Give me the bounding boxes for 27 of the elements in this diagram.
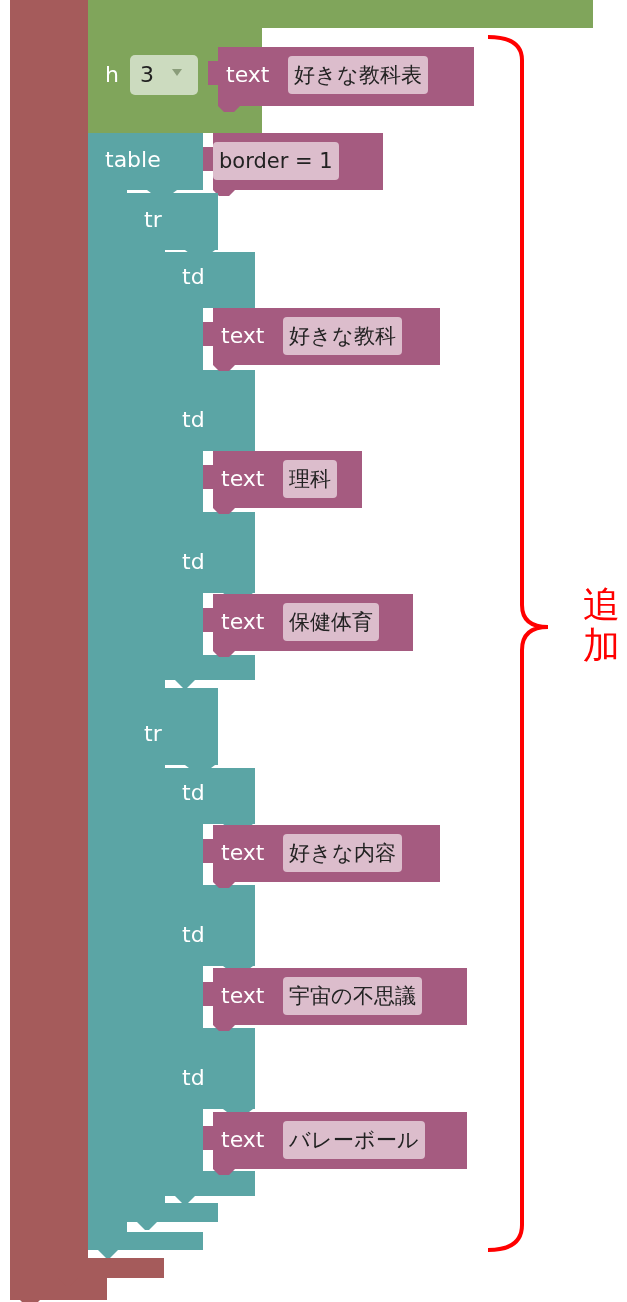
block-label: h — [105, 62, 119, 88]
text-field: バレーボール — [283, 1121, 425, 1159]
block-label: text — [221, 1127, 265, 1153]
block-label: text — [221, 983, 265, 1009]
text-field: 保健体育 — [283, 603, 379, 641]
text-field: 好きな教科表 — [288, 56, 428, 94]
block-label: tr — [144, 721, 162, 747]
block-label: text — [221, 609, 265, 635]
block-label: text — [221, 323, 265, 349]
block-label: text — [221, 840, 265, 866]
text-field: 好きな内容 — [283, 834, 402, 872]
block-label: table — [105, 147, 161, 173]
block-label: td — [182, 922, 205, 948]
text-field: 理科 — [283, 460, 337, 498]
text-field: 好きな教科 — [283, 317, 402, 355]
text-field: 宇宙の不思議 — [283, 977, 422, 1015]
block-label: tr — [144, 207, 162, 233]
block-label: text — [226, 62, 270, 88]
block-label: td — [182, 780, 205, 806]
text-field: border = 1 — [213, 142, 339, 180]
block-label: td — [182, 264, 205, 290]
annotation-label: 追加 — [583, 585, 620, 667]
block-label: td — [182, 549, 205, 575]
block-label: td — [182, 407, 205, 433]
block-label: td — [182, 1065, 205, 1091]
block-label: text — [221, 466, 265, 492]
dropdown-field: 3 — [130, 55, 198, 95]
